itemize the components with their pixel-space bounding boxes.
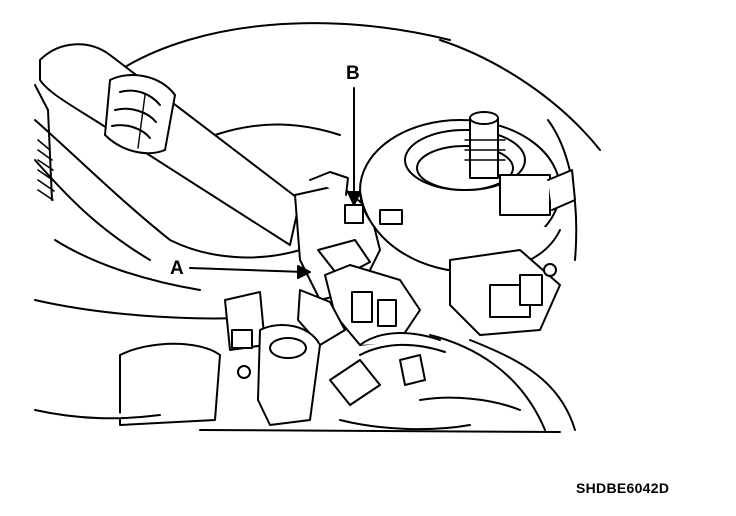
callout-a-leader [189,267,306,273]
figure-code: SHDBE6042D [576,480,670,496]
right-bracket [429,249,576,431]
background-outlines [34,22,601,320]
callout-b-arrowhead [347,191,361,206]
callout-a-arrowhead [297,265,311,279]
switch-body [294,171,421,346]
callout-label-b: B [346,63,360,84]
lower-column [34,291,561,433]
lever-stalk [39,43,301,246]
callout-arrows [189,87,361,279]
clock-spring [359,111,576,274]
callout-label-a: A [170,258,184,279]
vent-slats [37,139,55,201]
